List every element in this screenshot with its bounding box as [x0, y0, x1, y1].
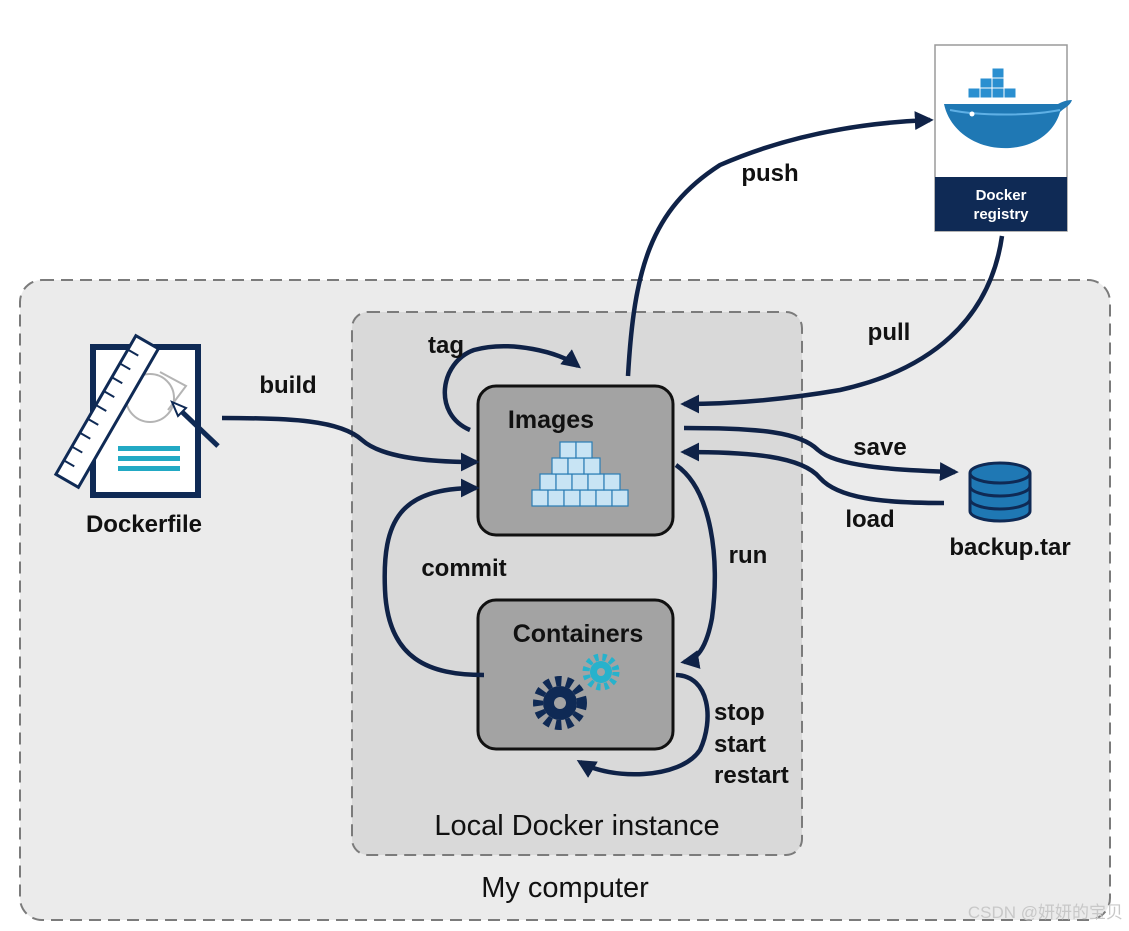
run-arrow	[674, 463, 718, 669]
save-label: save	[853, 434, 906, 461]
tag-arrow	[442, 344, 581, 433]
my-computer-label: My computer	[481, 872, 649, 904]
gears-icon	[533, 653, 620, 730]
dockerfile-icon	[53, 333, 220, 498]
containers-label: Containers	[513, 620, 644, 648]
local-docker-instance-label: Local Docker instance	[434, 810, 719, 842]
push-arrow	[625, 111, 934, 377]
dockerfile-label: Dockerfile	[86, 511, 202, 538]
commit-label: commit	[421, 555, 506, 582]
pull-label: pull	[868, 319, 911, 346]
registry-title-line2: registry	[973, 206, 1029, 223]
backup-label: backup.tar	[949, 534, 1070, 561]
images-label: Images	[508, 406, 594, 434]
save-arrow	[683, 425, 959, 481]
pull-arrow	[680, 235, 1005, 414]
docker-whale-icon	[944, 67, 1072, 149]
build-label: build	[259, 372, 316, 399]
restart-label: restart	[714, 762, 789, 789]
images-box: Images	[476, 384, 675, 537]
containers-box: Containers	[476, 598, 675, 751]
backup-database-icon	[968, 461, 1032, 523]
commit-arrow	[382, 478, 485, 678]
cubes-stack-icon	[531, 441, 629, 507]
registry-band	[935, 177, 1067, 231]
push-label: push	[741, 160, 798, 187]
watermark: CSDN @妍妍的宝贝	[968, 903, 1123, 922]
load-label: load	[845, 506, 894, 533]
load-arrow	[680, 442, 945, 506]
start-label: start	[714, 731, 766, 758]
stop-label: stop	[714, 699, 765, 726]
build-arrow	[221, 415, 480, 472]
registry-title-line1: Docker	[976, 187, 1027, 204]
run-label: run	[729, 542, 768, 569]
docker-registry: Docker registry	[934, 44, 1072, 232]
tag-label: tag	[428, 332, 464, 359]
stop-start-restart-arrow	[576, 672, 710, 778]
